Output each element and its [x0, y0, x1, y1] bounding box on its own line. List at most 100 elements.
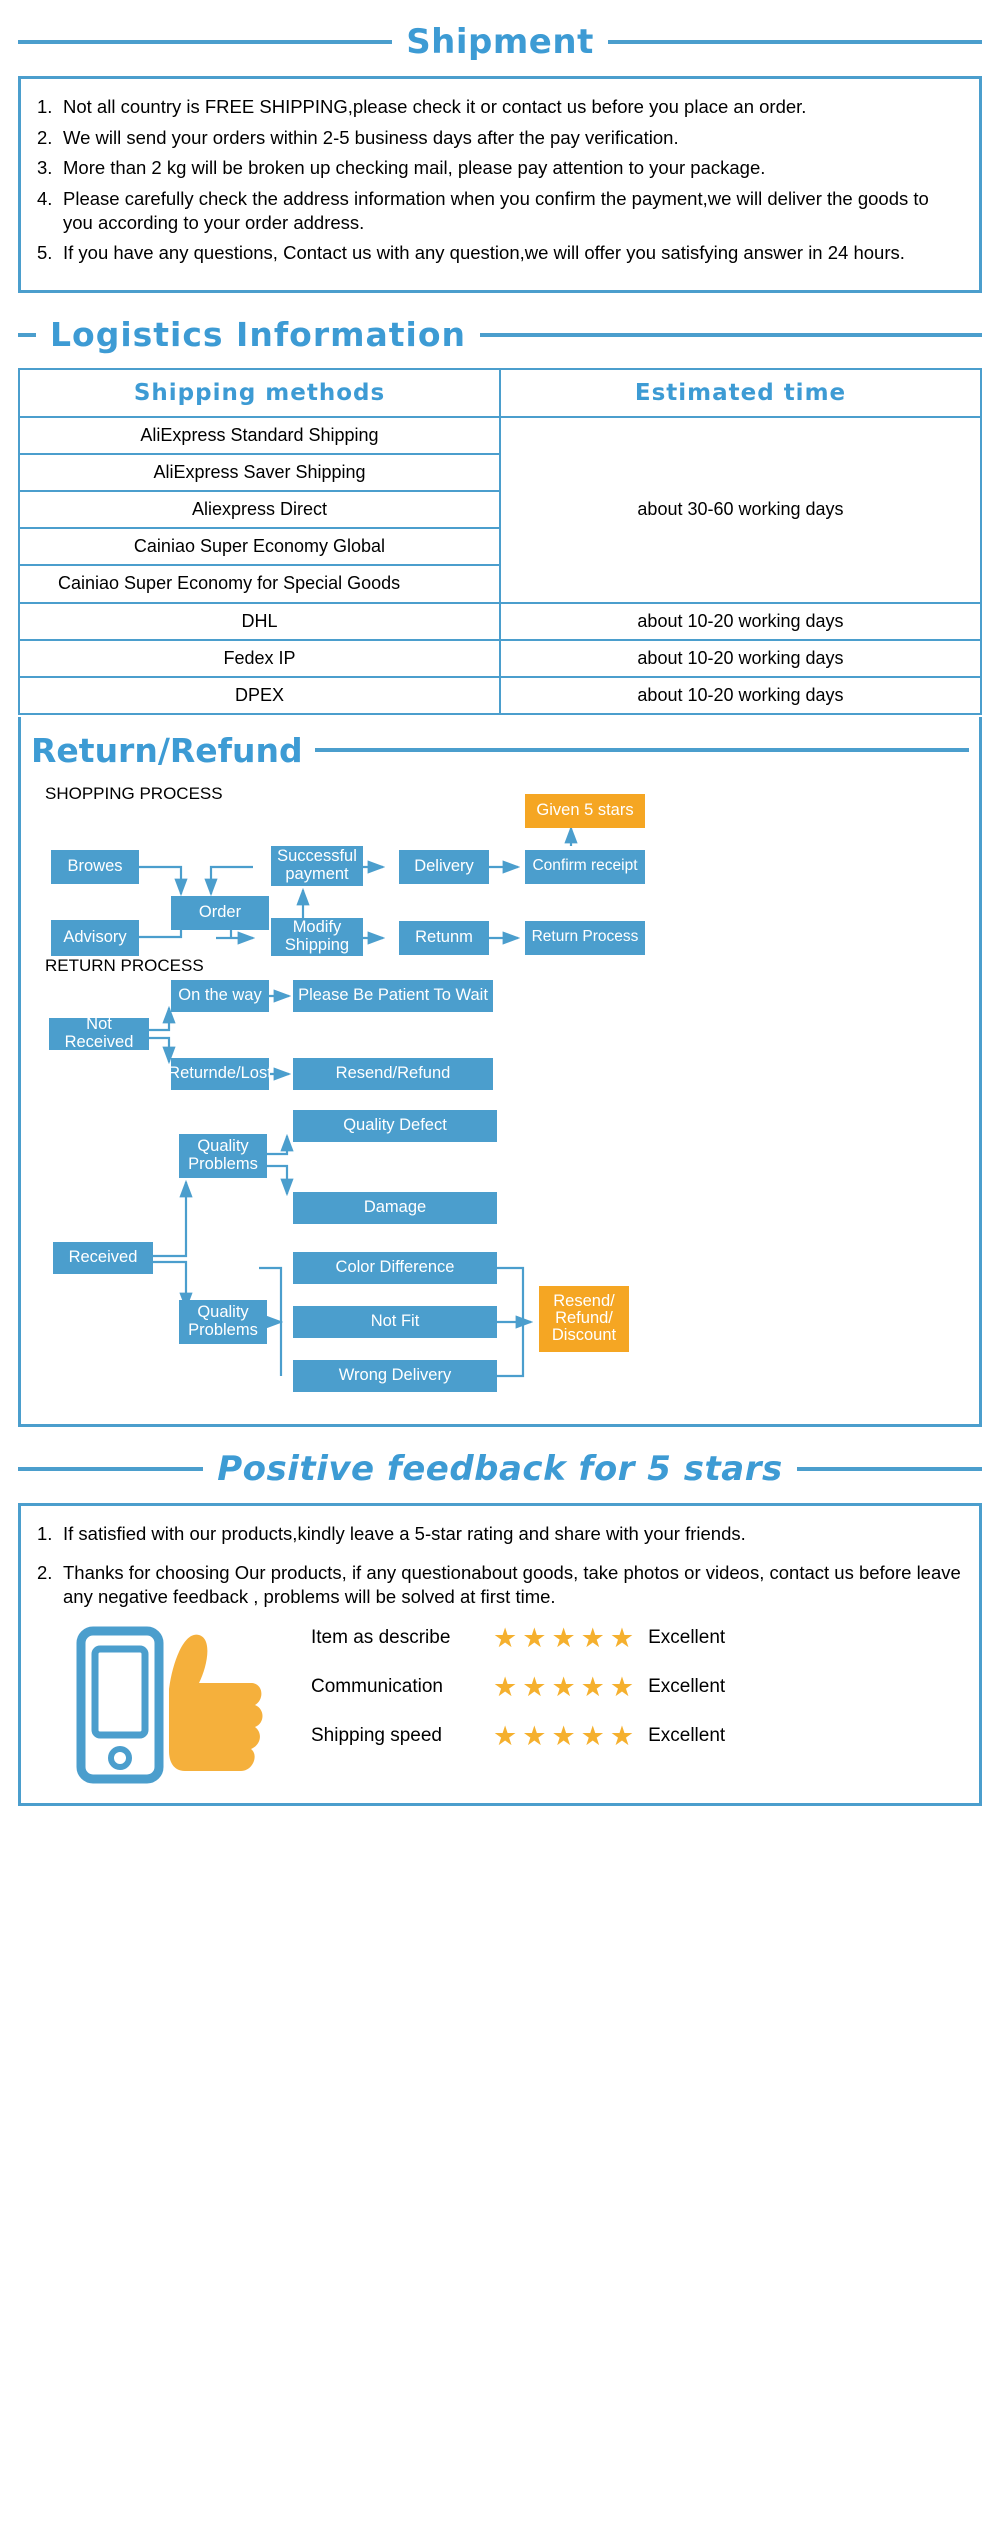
flow-node-resend-refund[interactable]: Resend/Refund [293, 1057, 493, 1090]
star-icon: ★ [580, 1671, 605, 1702]
flow-node-quality-problems-1[interactable]: Quality Problems [179, 1133, 267, 1178]
shipment-heading: Shipment [18, 22, 983, 62]
list-item: Not all country is FREE SHIPPING,please … [37, 95, 807, 118]
return-refund-heading: Return/Refund [31, 731, 969, 770]
table-row: Cainiao Super Economy for Special Goods [18, 564, 981, 604]
cell-time-merged: about 30-60 working days [499, 416, 982, 604]
list-item: Thanks for choosing Our products, if any… [37, 1561, 961, 1607]
shopping-process-flow: Browes Order Advisory Successful payment… [31, 793, 969, 956]
cell-method: DPEX [18, 675, 501, 715]
return-process-label: RETURN PROCESS [45, 955, 204, 975]
heading-rule-right [480, 332, 982, 337]
flow-node-resend-refund-discount[interactable]: Resend/ Refund/ Discount [539, 1285, 629, 1352]
heading-rule-right [607, 40, 983, 44]
flow-node-quality-defect[interactable]: Quality Defect [293, 1109, 497, 1142]
page-root: Shipment Not all country is FREE SHIPPIN… [0, 22, 1000, 1806]
flow-node-not-received[interactable]: Not Received [49, 1016, 149, 1050]
heading-rule-right [314, 748, 969, 753]
list-item: Please carefully check the address infor… [37, 187, 929, 233]
star-icon: ★ [493, 1622, 518, 1653]
heading-rule-lead [18, 332, 36, 337]
cell-method: AliExpress Saver Shipping [18, 453, 501, 493]
flow-node-modify-shipping[interactable]: Modify Shipping [271, 917, 363, 956]
table-row: DHL about 10-20 working days [18, 601, 982, 641]
cell-time: about 10-20 working days [499, 601, 982, 641]
cell-method: DHL [18, 601, 501, 641]
shopping-process-label: SHOPPING PROCESS [45, 783, 223, 803]
feedback-list: If satisfied with our products,kindly le… [37, 1522, 963, 1609]
star-icon: ★ [522, 1720, 547, 1751]
feedback-panel: If satisfied with our products,kindly le… [18, 1502, 982, 1806]
flow-node-damage[interactable]: Damage [293, 1191, 497, 1224]
rating-row: Communication ★ ★ ★ ★ ★ Excellent [311, 1671, 726, 1702]
shipment-panel: Not all country is FREE SHIPPING,please … [18, 76, 982, 294]
list-item: More than 2 kg will be broken up checkin… [37, 156, 766, 179]
flow-node-delivery[interactable]: Delivery [399, 849, 489, 884]
star-icon: ★ [580, 1720, 605, 1751]
logistics-table: Shipping methods Estimated time AliExpre… [18, 368, 982, 715]
rating-value: Excellent [648, 1725, 726, 1747]
heading-rule-left [18, 40, 393, 44]
flow-node-returnde-lost[interactable]: Returnde/Lost [168, 1057, 272, 1090]
table-header-row: Shipping methods Estimated time [18, 368, 982, 419]
feedback-heading: Positive feedback for 5 stars [18, 1449, 982, 1489]
star-icon: ★ [580, 1622, 605, 1653]
star-icon: ★ [522, 1671, 547, 1702]
flow-node-not-fit[interactable]: Not Fit [293, 1305, 497, 1338]
rating-row: Item as describe ★ ★ ★ ★ ★ Excellent [311, 1622, 725, 1653]
return-process-flow-top: Not Received On the way Please Be Patien… [31, 979, 969, 1104]
star-icon: ★ [493, 1671, 518, 1702]
return-refund-title: Return/Refund [31, 730, 303, 770]
cell-method: Cainiao Super Economy for Special Goods [18, 564, 501, 604]
list-item: We will send your orders within 2-5 busi… [37, 126, 679, 149]
star-icon: ★ [551, 1671, 576, 1702]
list-item: If satisfied with our products,kindly le… [37, 1522, 746, 1545]
flow-node-given-5-stars[interactable]: Given 5 stars [525, 793, 645, 828]
thumbs-up-phone-icon [76, 1626, 263, 1784]
rating-label: Shipping speed [311, 1725, 442, 1747]
flow-node-on-the-way[interactable]: On the way [171, 979, 269, 1012]
cell-time: about 10-20 working days [499, 638, 982, 678]
flow-node-color-difference[interactable]: Color Difference [293, 1251, 497, 1284]
feedback-title: Positive feedback for 5 stars [217, 1448, 783, 1489]
table-row: Aliexpress Direct [18, 490, 981, 530]
flow-node-return-process[interactable]: Return Process [525, 920, 645, 955]
logistics-heading: Logistics Information [18, 315, 982, 354]
heading-rule-left [18, 1466, 204, 1471]
return-process-flow-bottom: Quality Problems Quality Defect Damage R… [31, 1109, 969, 1410]
logistics-title: Logistics Information [50, 315, 467, 355]
table-row: DPEX about 10-20 working days [18, 675, 982, 715]
flow-node-quality-problems-2[interactable]: Quality Problems [179, 1299, 267, 1344]
star-icon: ★ [551, 1622, 576, 1653]
flow-node-advisory[interactable]: Advisory [51, 919, 139, 956]
rating-value: Excellent [648, 1676, 726, 1698]
cell-method: AliExpress Standard Shipping [18, 416, 501, 456]
star-icon: ★ [609, 1671, 635, 1702]
cell-method: Cainiao Super Economy Global [18, 527, 501, 567]
star-icon: ★ [493, 1720, 518, 1751]
return-refund-panel: Return/Refund SHOPPING PROCESS [18, 716, 982, 1427]
list-item: If you have any questions, Contact us wi… [37, 241, 905, 264]
table-row: Fedex IP about 10-20 working days [18, 638, 982, 678]
rating-stars: ★ ★ ★ ★ ★ [493, 1671, 635, 1702]
rating-row: Shipping speed ★ ★ ★ ★ ★ Excellent [311, 1720, 726, 1751]
feedback-ratings: Item as describe ★ ★ ★ ★ ★ Excellent Com… [311, 1622, 726, 1772]
flow-node-order[interactable]: Order [171, 895, 269, 930]
flow-node-received[interactable]: Received [53, 1241, 153, 1274]
column-header-method: Shipping methods [18, 368, 501, 419]
flow-node-successful-payment[interactable]: Successful payment [271, 845, 363, 886]
column-header-time: Estimated time [499, 368, 982, 419]
flow-node-browes[interactable]: Browes [51, 849, 139, 884]
rating-label: Communication [311, 1676, 443, 1698]
flow-node-confirm-receipt[interactable]: Confirm receipt [525, 849, 645, 884]
star-icon: ★ [609, 1720, 635, 1751]
heading-rule-right [796, 1466, 982, 1471]
star-icon: ★ [609, 1622, 635, 1653]
flow-node-wrong-delivery[interactable]: Wrong Delivery [293, 1359, 497, 1392]
shipment-list: Not all country is FREE SHIPPING,please … [37, 95, 963, 265]
flow-node-retunm[interactable]: Retunm [399, 920, 489, 955]
table-row: Cainiao Super Economy Global [18, 527, 981, 567]
cell-method: Aliexpress Direct [18, 490, 501, 530]
table-row: AliExpress Saver Shipping [18, 453, 981, 493]
flow-node-please-be-patient[interactable]: Please Be Patient To Wait [293, 979, 493, 1012]
